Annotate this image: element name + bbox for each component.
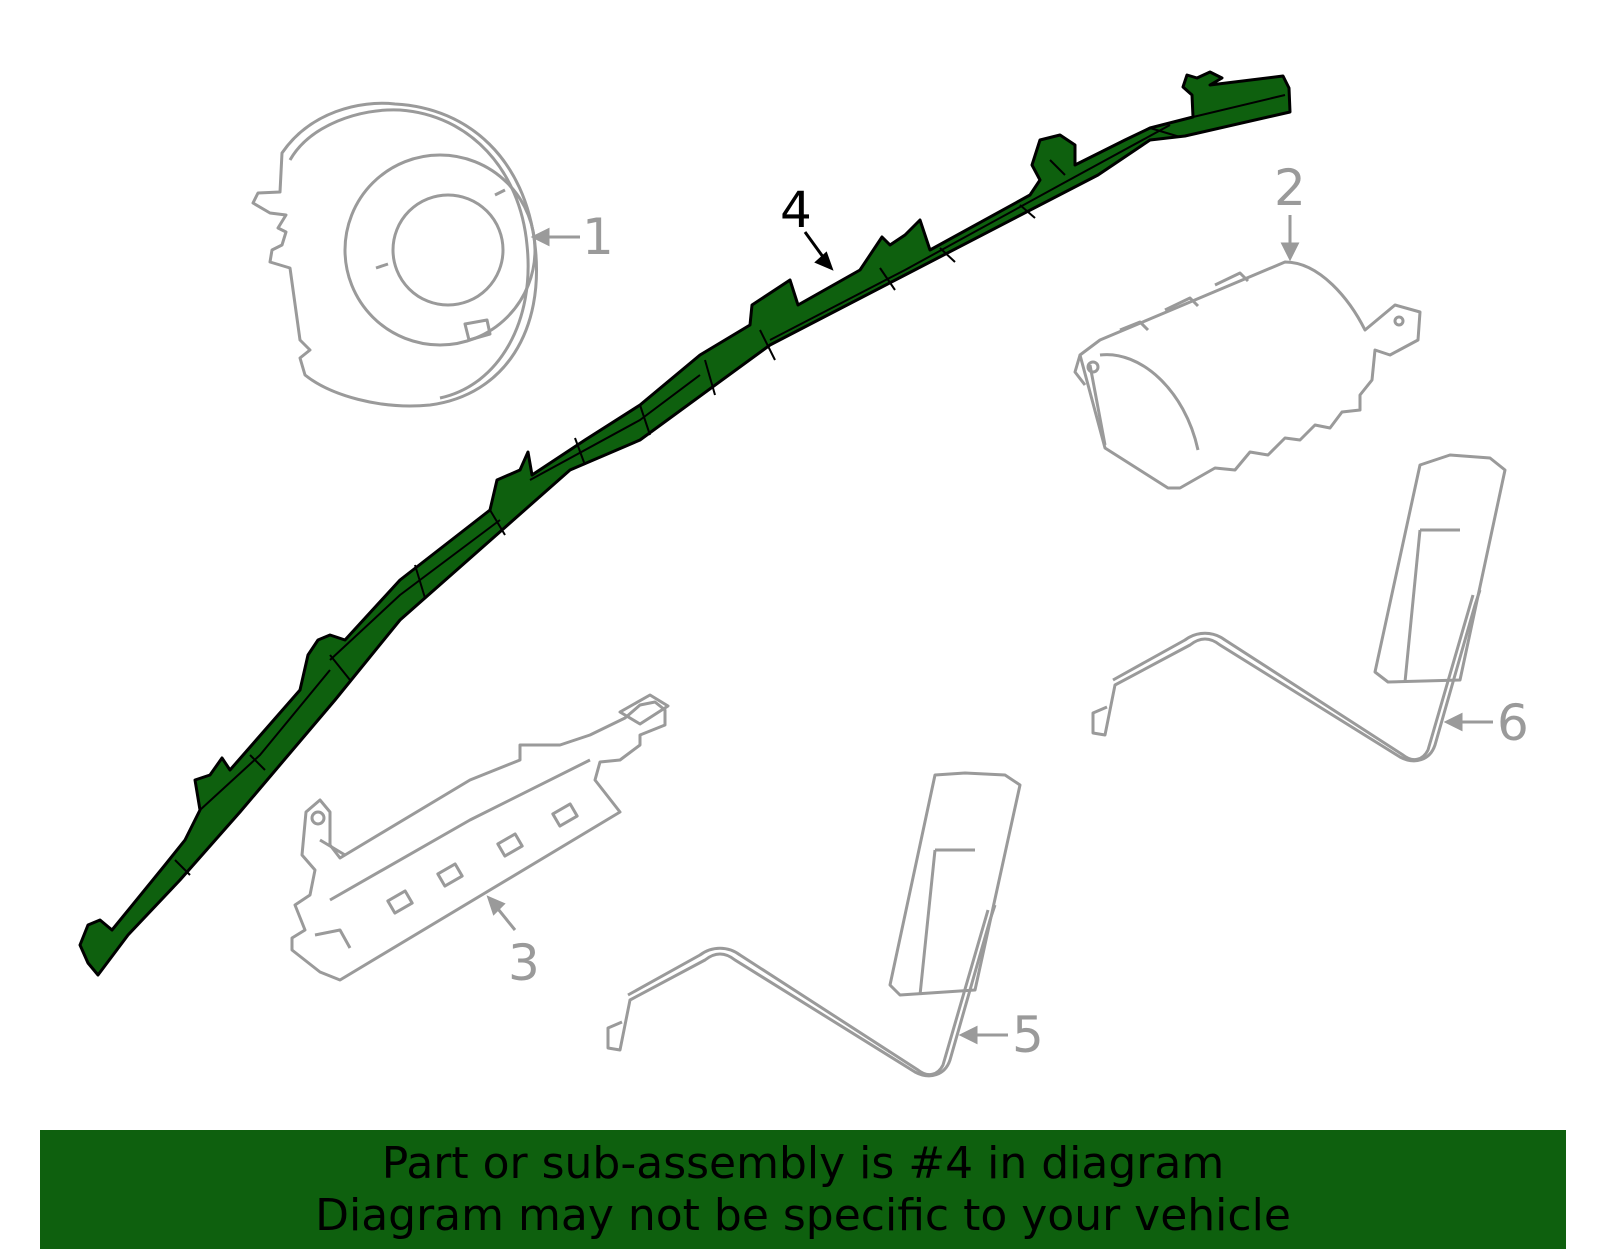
banner-line-part-number: Part or sub-assembly is #4 in diagram xyxy=(381,1137,1225,1189)
part-5-seat-airbag[interactable] xyxy=(606,771,1022,1078)
part-1-driver-airbag[interactable] xyxy=(251,101,538,408)
callout-5[interactable]: 5 xyxy=(1012,1006,1044,1064)
part-3-knee-airbag[interactable] xyxy=(290,693,670,982)
callout-3-leader xyxy=(486,895,517,931)
callout-4[interactable]: 4 xyxy=(780,181,812,239)
part-4-curtain-airbag[interactable] xyxy=(78,70,1292,977)
callout-1[interactable]: 1 xyxy=(582,208,614,266)
callout-2-leader xyxy=(1280,215,1300,262)
part-6-seat-airbag[interactable] xyxy=(1091,453,1507,763)
callout-1-leader xyxy=(530,227,580,247)
callout-4-leader xyxy=(803,231,834,271)
callout-2[interactable]: 2 xyxy=(1274,159,1306,217)
parts-diagram: 1 2 3 xyxy=(78,70,1529,1078)
info-banner: Part or sub-assembly is #4 in diagram Di… xyxy=(40,1130,1566,1249)
callout-6[interactable]: 6 xyxy=(1497,694,1529,752)
callout-3[interactable]: 3 xyxy=(508,934,540,992)
banner-line-disclaimer: Diagram may not be specific to your vehi… xyxy=(315,1189,1291,1241)
callout-5-leader xyxy=(958,1025,1008,1045)
callout-6-leader xyxy=(1443,712,1493,732)
part-2-passenger-airbag[interactable] xyxy=(1073,260,1422,490)
